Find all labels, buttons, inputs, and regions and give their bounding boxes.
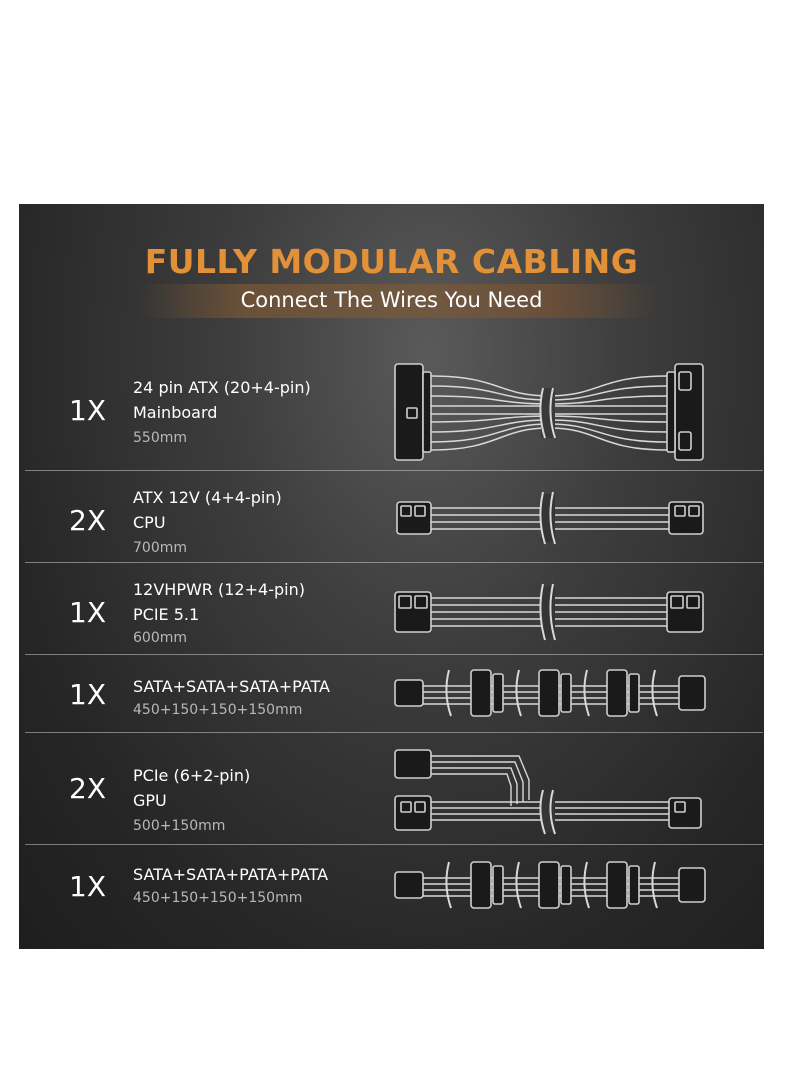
cable-length: 550mm xyxy=(133,430,187,446)
cable-connector: SATA+SATA+SATA+PATA xyxy=(133,677,330,696)
cable-target: GPU xyxy=(133,791,167,810)
cable-quantity: 1X xyxy=(69,870,106,903)
cable-quantity: 2X xyxy=(69,504,106,537)
cable-row: 1X SATA+SATA+SATA+PATA 450+150+150+150mm xyxy=(19,654,764,732)
12vhpwr-cable-icon xyxy=(394,583,704,641)
row-divider xyxy=(25,470,763,471)
cable-quantity: 2X xyxy=(69,772,106,805)
atx-24pin-cable-icon xyxy=(394,363,704,461)
cable-length: 600mm xyxy=(133,630,187,646)
cpu-8pin-cable-icon xyxy=(396,491,704,545)
cable-length: 500+150mm xyxy=(133,818,226,834)
cable-quantity: 1X xyxy=(69,678,106,711)
cable-connector: 12VHPWR (12+4-pin) xyxy=(133,580,305,599)
panel-subtitle: Connect The Wires You Need xyxy=(240,288,543,312)
panel-title: FULLY MODULAR CABLING xyxy=(144,242,639,281)
modular-cabling-panel: FULLY MODULAR CABLING Connect The Wires … xyxy=(19,204,764,949)
sata-chain-cable-icon xyxy=(394,669,706,717)
cable-target: PCIE 5.1 xyxy=(133,605,200,624)
cable-connector: 24 pin ATX (20+4-pin) xyxy=(133,378,311,397)
cable-connector: ATX 12V (4+4-pin) xyxy=(133,488,282,507)
cable-quantity: 1X xyxy=(69,596,106,629)
cable-row: 2X PCIe (6+2-pin) GPU 500+150mm xyxy=(19,732,764,844)
row-divider xyxy=(25,654,763,655)
row-divider xyxy=(25,732,763,733)
row-divider xyxy=(25,844,763,845)
cable-row: 1X 24 pin ATX (20+4-pin) Mainboard 550mm xyxy=(19,352,764,470)
cable-row: 1X 12VHPWR (12+4-pin) PCIE 5.1 600mm xyxy=(19,562,764,654)
cable-row: 2X ATX 12V (4+4-pin) CPU 700mm xyxy=(19,470,764,562)
pcie-split-cable-icon xyxy=(394,749,702,835)
cable-connector: SATA+SATA+PATA+PATA xyxy=(133,865,329,884)
cable-row: 1X SATA+SATA+PATA+PATA 450+150+150+150mm xyxy=(19,844,764,934)
subtitle-band xyxy=(139,284,659,318)
cable-length: 450+150+150+150mm xyxy=(133,890,303,906)
cable-length: 450+150+150+150mm xyxy=(133,702,303,718)
cable-target: Mainboard xyxy=(133,403,218,422)
row-divider xyxy=(25,562,763,563)
cable-length: 700mm xyxy=(133,540,187,556)
cable-quantity: 1X xyxy=(69,394,106,427)
cable-target: CPU xyxy=(133,513,166,532)
sata-chain-cable-icon xyxy=(394,861,706,909)
cable-connector: PCIe (6+2-pin) xyxy=(133,766,251,785)
